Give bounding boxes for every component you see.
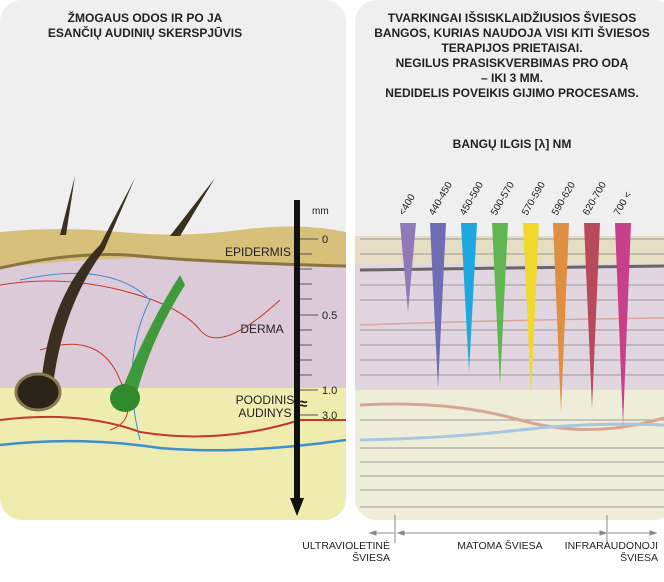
wavelength-wedge-1: [430, 223, 446, 388]
epidermis-layer: [0, 226, 346, 268]
wavelength-wedge-6: [584, 223, 600, 408]
label-subcutis-line2: AUDINYS: [238, 406, 291, 420]
ruler-break-icon: ≈: [299, 396, 308, 413]
right-title: TVARKINGAI IŠSISKLAIDŽIUSIOS ŠVIESOS BAN…: [374, 10, 650, 100]
wavelength-wedge-0: [400, 223, 416, 312]
subcutis-layer: [0, 385, 346, 520]
sebaceous-gland-icon: [120, 275, 185, 400]
wavelength-wedge-3: [492, 223, 508, 385]
ruler-tick-0-5: 0.5: [322, 310, 337, 322]
right-title-line2: BANGOS, KURIAS NAUDOJA VISI KITI ŠVIESOS: [374, 25, 650, 40]
right-title-line1: TVARKINGAI IŠSISKLAIDŽIUSIOS ŠVIESOS: [388, 10, 636, 25]
visible-label: MATOMA ŠVIESA: [457, 539, 542, 552]
ir-label-line1: INFRARAUDONOJI: [565, 540, 658, 552]
wavelength-wedge-4: [523, 223, 539, 395]
uv-label-line1: ULTRAVIOLETINĖ: [302, 539, 390, 552]
ruler-tick-3-0: 3.0: [322, 410, 337, 422]
left-panel: [0, 0, 346, 520]
ruler-tick-1-0: 1.0: [322, 385, 337, 397]
wavelength-wedge-2: [461, 223, 477, 372]
depth-ruler: [294, 200, 300, 500]
spectrum-scale: [368, 515, 658, 543]
depth-gridlines: [360, 238, 664, 508]
label-epidermis: EPIDERMIS: [225, 245, 291, 259]
ruler-unit: mm: [312, 206, 329, 217]
ruler-tick-0: 0: [322, 234, 328, 246]
uv-label-line2: ŠVIESA: [352, 551, 390, 564]
label-derma: DERMA: [240, 322, 283, 336]
wavelength-heading: BANGŲ ILGIS [λ] NM: [453, 137, 572, 151]
left-title-line2: ESANČIŲ AUDINIŲ SKERSPJŪVIS: [48, 25, 242, 40]
left-title-line1: ŽMOGAUS ODOS IR PO JA: [68, 10, 223, 25]
right-title-line5: – IKI 3 MM.: [481, 71, 543, 85]
wavelength-wedge-7: [615, 223, 631, 425]
ir-label-line2: ŠVIESA: [620, 551, 658, 564]
right-panel: [355, 0, 664, 520]
right-title-line4: NEGILUS PRASISKVERBIMAS PRO ODĄ: [396, 56, 629, 70]
right-title-line6: NEDIDELIS POVEIKIS GIJIMO PROCESAMS.: [385, 86, 638, 100]
wavelength-wedge-5: [553, 223, 569, 412]
right-title-line3: TERAPIJOS PRIETAISAI.: [441, 41, 582, 55]
label-subcutis-line1: POODINIS: [236, 393, 295, 407]
